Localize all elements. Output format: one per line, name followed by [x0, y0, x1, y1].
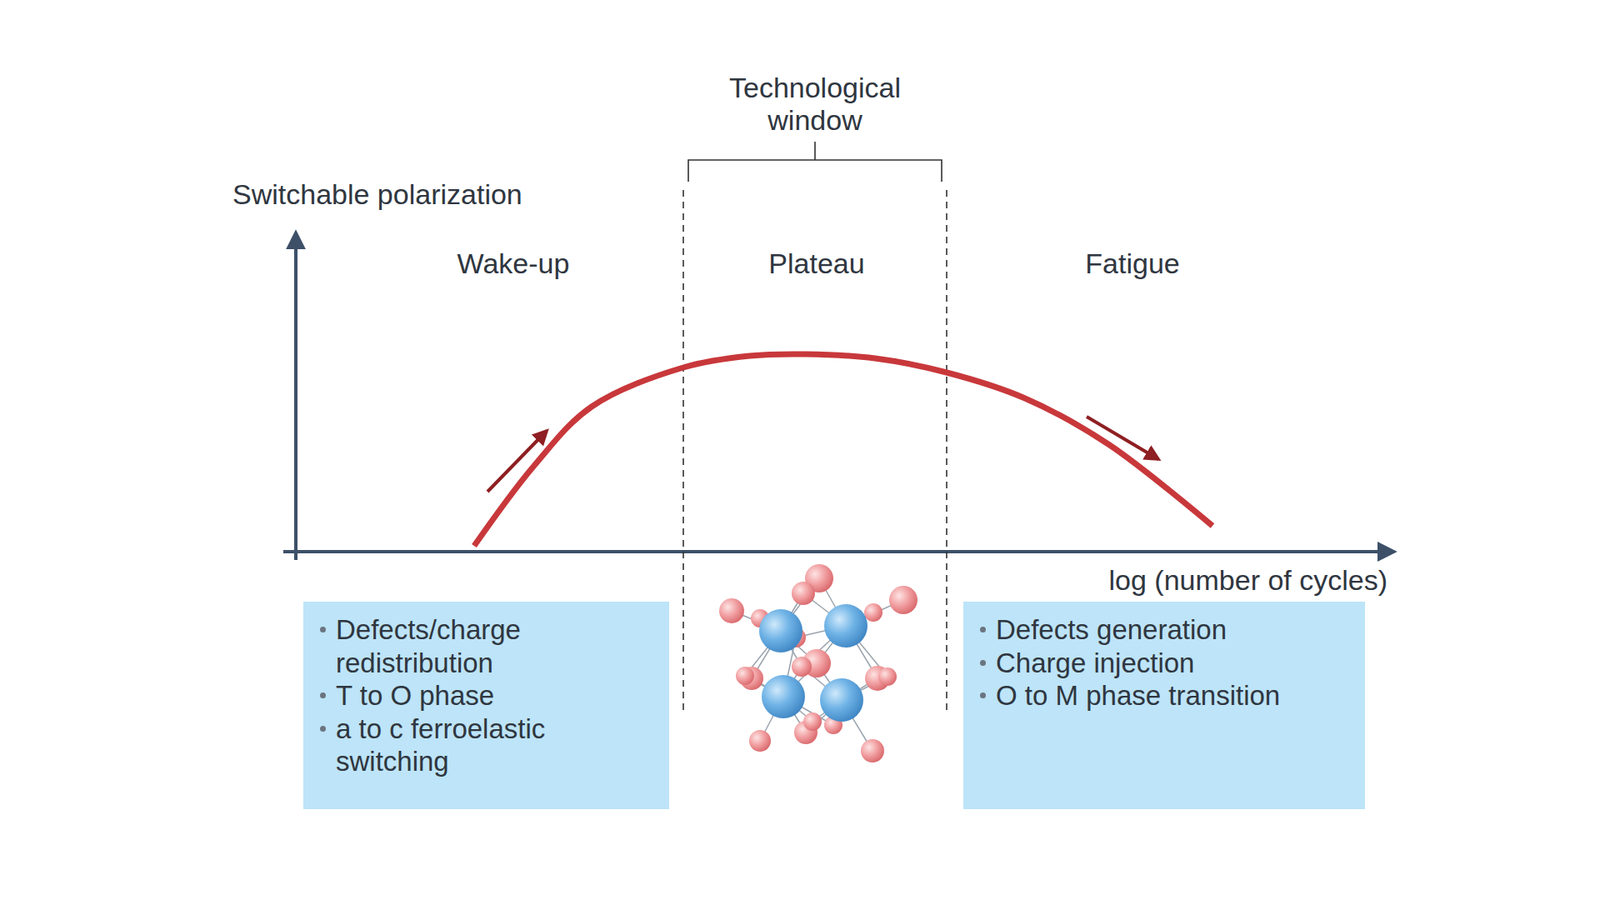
- oxygen-atom: [719, 598, 745, 624]
- mechanism-box: Defects/charge redistributionT to O phas…: [303, 601, 670, 810]
- axis-title: log (number of cycles): [1109, 564, 1388, 597]
- bullet-item: Charge injection: [978, 646, 1352, 680]
- metal-atom: [820, 678, 864, 722]
- bullet-item: T to O phase: [318, 679, 656, 713]
- mechanism-box: Defects generationCharge injectionO to M…: [963, 601, 1365, 810]
- window-label: Technological window: [715, 71, 915, 137]
- bullet-dot: [980, 692, 986, 699]
- bullet-item: Defects/charge redistribution: [318, 613, 656, 680]
- oxygen-atom: [791, 656, 812, 677]
- stage-label: Fatigue: [1085, 247, 1180, 280]
- metal-atom: [824, 604, 868, 648]
- metal-atom: [761, 675, 805, 719]
- oxygen-atom: [860, 739, 885, 763]
- bullet-dot: [320, 725, 326, 732]
- stage-label: Plateau: [768, 247, 865, 280]
- bullet-item: O to M phase transition: [978, 679, 1352, 713]
- window-boundary: [682, 190, 685, 715]
- window-boundary: [945, 190, 948, 715]
- bullet-dot: [980, 626, 986, 633]
- polarization-curve: [474, 354, 1213, 546]
- oxygen-atom: [749, 730, 771, 752]
- bullet-text: Defects/charge redistribution: [335, 613, 656, 680]
- bullet-text: O to M phase transition: [995, 679, 1280, 713]
- bullet-dot: [320, 692, 326, 699]
- bullet-text: a to c ferroelastic switching: [335, 712, 656, 779]
- oxygen-atom: [889, 585, 918, 615]
- bullet-text: Charge injection: [995, 646, 1195, 680]
- bullet-text: T to O phase: [335, 679, 495, 713]
- bullet-item: Defects generation: [978, 613, 1352, 647]
- oxygen-atom: [878, 667, 897, 686]
- bullet-dot: [320, 626, 326, 633]
- bullet-item: a to c ferroelastic switching: [318, 712, 656, 779]
- metal-atom: [759, 609, 803, 653]
- oxygen-atom: [791, 581, 815, 605]
- stage-label: Wake-up: [457, 247, 570, 280]
- bullet-text: Defects generation: [995, 613, 1227, 647]
- window-bracket: [688, 141, 942, 182]
- y-axis: [294, 233, 298, 560]
- oxygen-atom: [803, 712, 822, 731]
- axis-title: Switchable polarization: [232, 178, 523, 211]
- oxygen-atom: [864, 603, 883, 622]
- polarization-curve-group: [474, 354, 1213, 546]
- bullet-dot: [980, 660, 986, 666]
- crystal-structure: [719, 564, 918, 763]
- oxygen-atom: [735, 666, 755, 685]
- x-axis: [283, 550, 1394, 554]
